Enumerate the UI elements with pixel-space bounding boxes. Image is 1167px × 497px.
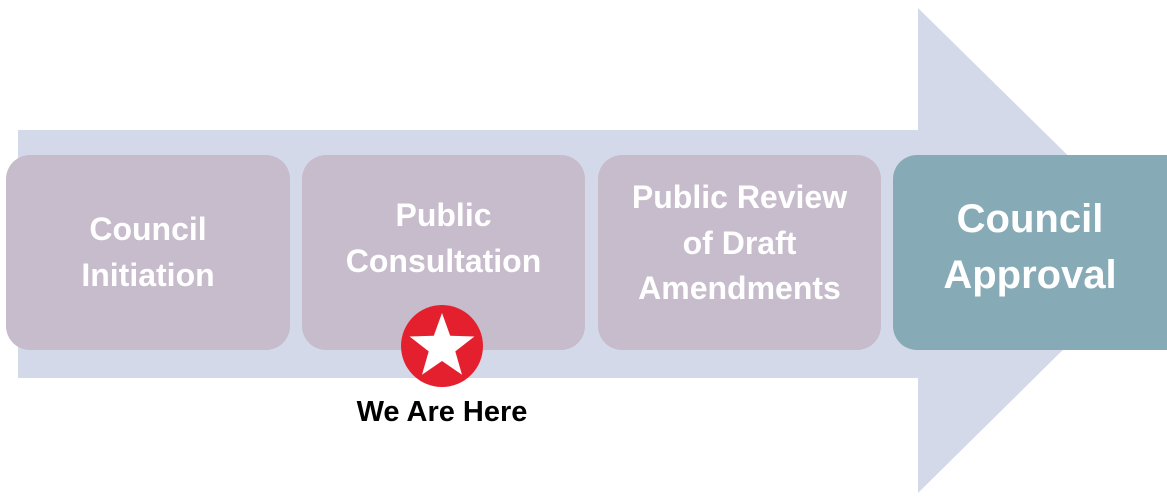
step-label-line: Public	[395, 197, 492, 234]
star-icon	[401, 305, 483, 387]
step-public-consultation: Public Consultation	[302, 155, 585, 350]
step-label-line: Public Review	[631, 179, 848, 216]
step-label: Public Consultation	[345, 197, 542, 298]
we-are-here-label: We Are Here	[356, 396, 528, 428]
step-label-line: Consultation	[345, 242, 542, 279]
step-label-line: Council	[956, 196, 1104, 241]
step-label-line: of Draft	[682, 224, 797, 261]
step-label-line: Initiation	[81, 256, 215, 293]
step-label-line: Council	[89, 211, 207, 248]
step-label-line: Amendments	[638, 270, 841, 307]
step-label: Council Approval	[943, 197, 1116, 309]
step-label-line: Approval	[943, 252, 1117, 297]
step-public-review: Public Review of Draft Amendments	[598, 155, 881, 350]
step-label: Public Review of Draft Amendments	[632, 179, 847, 320]
step-label: Council Initiation	[81, 207, 214, 298]
step-council-approval: Council Approval	[893, 155, 1167, 350]
step-council-initiation: Council Initiation	[6, 155, 290, 350]
